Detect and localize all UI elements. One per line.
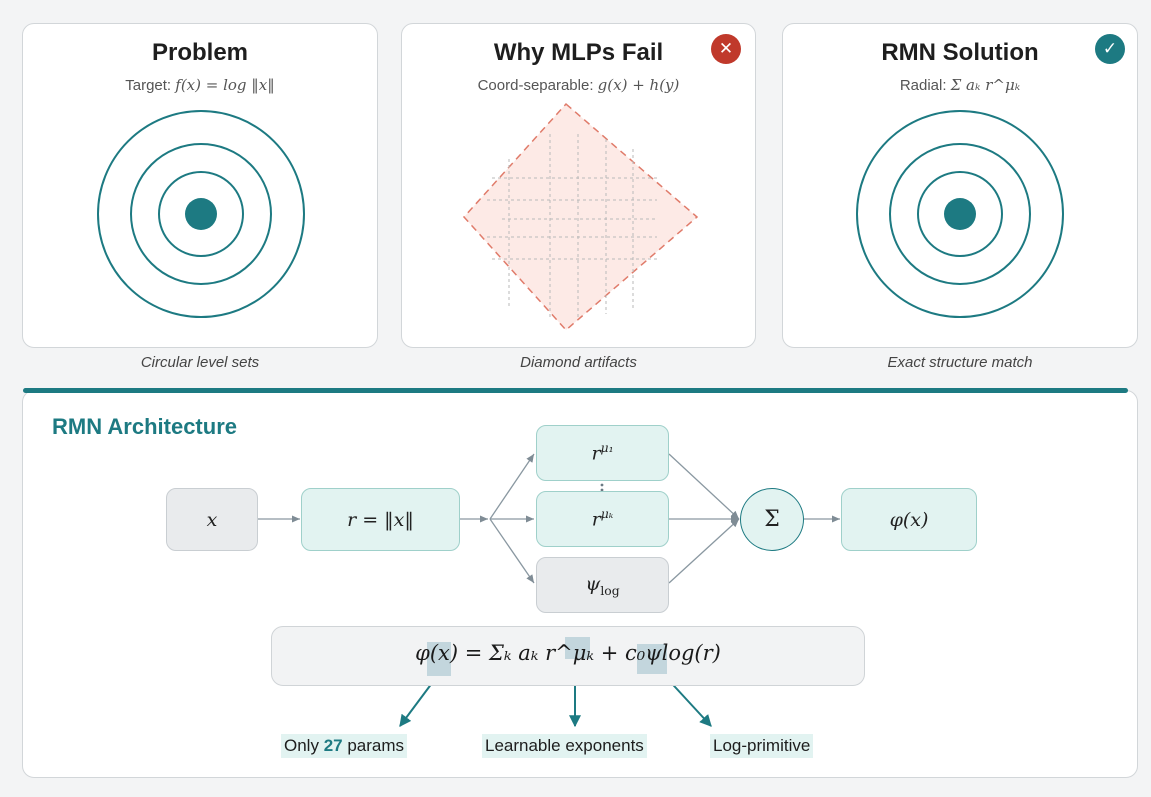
sum-node-label: Σ: [764, 507, 780, 532]
input-node: x: [166, 488, 258, 551]
problem-subtitle: Target: f(x) = log ‖x‖: [23, 76, 377, 94]
power-mu1-node: rμ₁: [536, 425, 669, 481]
architecture-title: RMN Architecture: [52, 414, 237, 439]
problem-subtitle-math: f(x) = log ‖x‖: [175, 76, 275, 94]
section-divider: [23, 388, 1128, 393]
input-node-label: x: [206, 508, 218, 531]
level-set-middle: [889, 143, 1031, 285]
mlp-subtitle-prefix: Coord-separable:: [477, 77, 598, 94]
mlp-subtitle-math: g(x) + h(y): [597, 76, 680, 94]
diamond-shape: [462, 102, 699, 332]
annotation-log-primitive: Log-primitive: [710, 734, 814, 758]
problem-caption: Circular level sets: [140, 354, 260, 371]
log-primitive-node: ψlog: [536, 557, 669, 613]
radius-node-label: r = ‖x‖: [347, 508, 414, 531]
log-node-label: ψlog: [585, 572, 620, 598]
power-muk-node: rμₖ: [536, 491, 669, 547]
problem-subtitle-prefix: Target:: [125, 77, 176, 94]
edge-log-sum: [668, 518, 740, 584]
highlight-phi: [427, 642, 451, 676]
x-icon: ✕: [711, 34, 741, 64]
level-set-outer: [97, 110, 305, 318]
level-set-inner: [158, 171, 244, 257]
level-set-outer: [856, 110, 1064, 318]
rmn-level-sets: [856, 110, 1064, 318]
mlp-card: Why MLPs Fail Coord-separable: g(x) + h(…: [401, 23, 756, 348]
diamond-artifact: [462, 102, 699, 332]
edge-split-log: [489, 518, 535, 584]
rmn-subtitle: Radial: Σ aₖ r^μₖ: [783, 76, 1137, 94]
rmn-title: RMN Solution: [881, 39, 1039, 66]
output-node: φ(x): [841, 488, 977, 551]
rmn-caption: Exact structure match: [887, 354, 1033, 371]
params-count: 27: [323, 736, 343, 755]
output-node-label: φ(x): [889, 508, 929, 531]
edge-split-mu1: [489, 453, 535, 520]
formula-text: φ(x) = Σₖ aₖ r^μₖ + c₀ψlog(r): [415, 641, 721, 665]
mlp-caption: Diamond artifacts: [520, 354, 637, 371]
radius-node: r = ‖x‖: [301, 488, 460, 551]
rmn-subtitle-prefix: Radial:: [899, 77, 951, 94]
highlight-exponent: [565, 637, 590, 659]
level-set-inner: [917, 171, 1003, 257]
mlp-subtitle: Coord-separable: g(x) + h(y): [402, 76, 755, 94]
power-mu1-label: rμ₁: [591, 441, 614, 465]
highlight-psi: [637, 644, 667, 674]
sum-node: Σ: [740, 488, 804, 551]
annotation-params: Only 27 params: [281, 734, 408, 758]
check-icon: ✓: [1095, 34, 1125, 64]
power-muk-label: rμₖ: [591, 507, 614, 531]
problem-card: Problem Target: f(x) = log ‖x‖: [22, 23, 378, 348]
rmn-subtitle-math: Σ aₖ r^μₖ: [950, 76, 1021, 94]
level-set-middle: [130, 143, 272, 285]
edge-mu1-sum: [668, 453, 740, 520]
level-set-center: [185, 198, 217, 230]
level-set-center: [944, 198, 976, 230]
mlp-title: Why MLPs Fail: [493, 39, 664, 66]
problem-title: Problem: [151, 39, 249, 66]
rmn-card: RMN Solution Radial: Σ aₖ r^μₖ ✓: [782, 23, 1138, 348]
problem-level-sets: [97, 110, 305, 318]
annotation-exponents: Learnable exponents: [482, 734, 647, 758]
